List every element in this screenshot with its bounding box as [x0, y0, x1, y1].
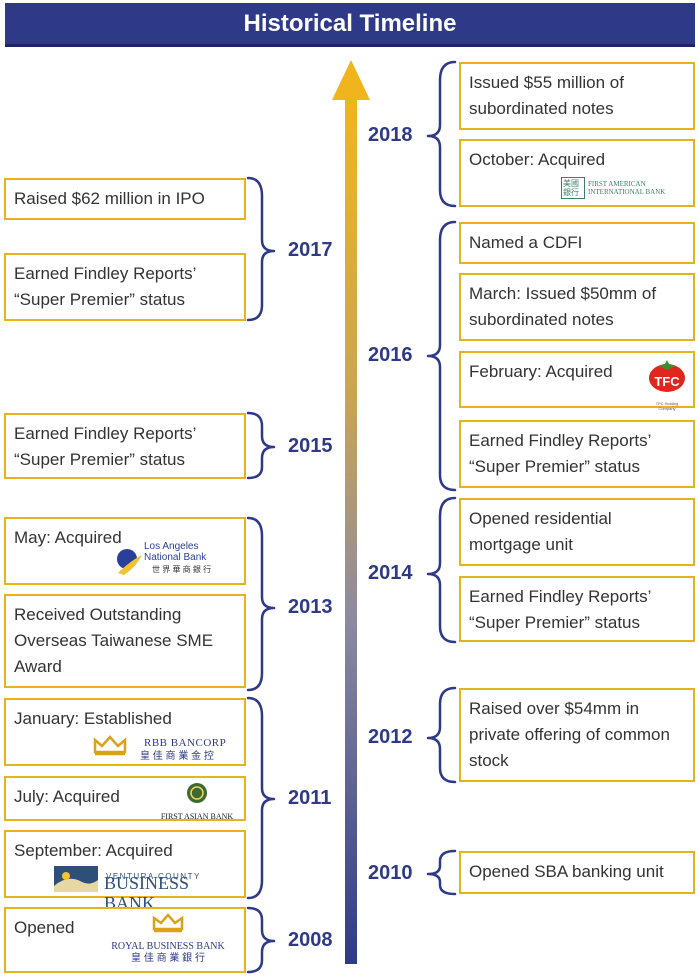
event-2017-findley: Earned Findley Reports’ “Super Premier” … [4, 253, 246, 321]
royal-logo-cjk: 皇 佳 商 業 銀 行 [131, 953, 205, 964]
brace-2016 [426, 220, 457, 492]
brace-2017 [246, 176, 276, 322]
brace-2012 [426, 686, 457, 784]
year-2014: 2014 [368, 562, 413, 584]
event-2012-offering: Raised over $54mm in private offering of… [459, 688, 695, 782]
brace-2014 [426, 496, 457, 644]
event-text: Earned Findley Reports’ “Super Premier” … [469, 587, 651, 632]
event-2011-established: January: Established RBB BANCORP 皇 佳 商 業… [4, 698, 246, 766]
lanb-logo: Los Angeles National Bank 世 界 華 商 銀 行 [114, 541, 242, 583]
crown-icon [152, 913, 184, 933]
ventura-logo: VENTURA COUNTY BUSINESS BANK [52, 864, 242, 913]
brace-2013 [246, 516, 276, 692]
event-text: Opened SBA banking unit [469, 862, 664, 881]
event-text: Earned Findley Reports’ “Super Premier” … [14, 424, 196, 469]
lanb-globe-icon [117, 549, 142, 575]
lanb-logo-line1: Los Angeles [144, 541, 199, 552]
event-text: Issued $55 million of subordinated notes [469, 73, 624, 118]
year-2018: 2018 [368, 124, 413, 146]
year-2015: 2015 [288, 435, 333, 457]
event-text: July: Acquired [14, 787, 120, 806]
ventura-logo-line1: VENTURA COUNTY [106, 872, 201, 881]
tomato-icon [649, 360, 685, 392]
brace-2010 [426, 849, 457, 896]
first-american-logo-line2: INTERNATIONAL BANK [588, 188, 666, 196]
royal-logo: ROYAL BUSINESS BANK 皇 佳 商 業 銀 行 [98, 913, 238, 971]
crown-icon [93, 735, 127, 756]
event-text: Earned Findley Reports’ “Super Premier” … [469, 431, 651, 476]
brace-2008 [246, 906, 276, 974]
ventura-emblem-icon [54, 866, 98, 892]
first-american-logo-mark: 美國銀行 [561, 177, 585, 199]
event-2014-findley: Earned Findley Reports’ “Super Premier” … [459, 576, 695, 642]
event-text: Named a CDFI [469, 233, 583, 252]
event-2016-cdfi: Named a CDFI [459, 222, 695, 264]
event-2011-first-asian: July: Acquired FIRST ASIAN BANK [4, 776, 246, 821]
event-2014-mortgage: Opened residential mortgage unit [459, 498, 695, 566]
event-2008-opened: Opened ROYAL BUSINESS BANK 皇 佳 商 業 銀 行 [4, 907, 246, 973]
event-text: Raised $62 million in IPO [14, 189, 205, 208]
tfc-logo-sub: TFC Holding Company [655, 401, 679, 411]
rbb-logo: RBB BANCORP 皇 佳 商 業 金 控 [92, 730, 242, 762]
year-2012: 2012 [368, 726, 413, 748]
brace-2015 [246, 411, 276, 480]
brace-2018 [426, 60, 457, 208]
event-text: Opened residential mortgage unit [469, 509, 612, 554]
event-2018-acquisition: October: Acquired 美國銀行 FIRST AMERICAN IN… [459, 139, 695, 207]
tfc-logo-text: TFC [654, 374, 680, 389]
event-2015-findley: Earned Findley Reports’ “Super Premier” … [4, 413, 246, 479]
first-american-logo-line1: FIRST AMERICAN [588, 180, 646, 188]
event-2013-acquisition: May: Acquired Los Angeles National Bank … [4, 517, 246, 585]
event-2018-notes: Issued $55 million of subordinated notes [459, 62, 695, 130]
rbb-logo-text: RBB BANCORP [144, 737, 227, 749]
event-2010-sba: Opened SBA banking unit [459, 851, 695, 894]
year-2016: 2016 [368, 344, 413, 366]
year-2008: 2008 [288, 929, 333, 951]
event-text: September: Acquired [14, 841, 173, 860]
event-text: Raised over $54mm in private offering of… [469, 699, 670, 770]
first-asian-logo: FIRST ASIAN BANK [152, 782, 242, 821]
page-title: Historical Timeline [5, 3, 695, 47]
timeline-arrow [332, 60, 370, 964]
year-2017: 2017 [288, 239, 333, 261]
first-asian-logo-text: FIRST ASIAN BANK [160, 812, 234, 821]
year-2010: 2010 [368, 862, 413, 884]
event-2016-findley: Earned Findley Reports’ “Super Premier” … [459, 420, 695, 488]
year-2011: 2011 [288, 787, 332, 809]
event-2011-ventura: September: Acquired VENTURA COUNTY BUSIN… [4, 830, 246, 913]
royal-logo-text: ROYAL BUSINESS BANK [111, 941, 225, 952]
event-2013-award: Received Outstanding Overseas Taiwanese … [4, 594, 246, 688]
event-2017-ipo: Raised $62 million in IPO [4, 178, 246, 220]
event-text: Received Outstanding Overseas Taiwanese … [14, 605, 214, 676]
event-text: May: Acquired [14, 528, 122, 547]
lanb-logo-cjk: 世 界 華 商 銀 行 [152, 565, 212, 574]
first-asian-emblem-icon [187, 783, 207, 803]
year-2013: 2013 [288, 596, 333, 618]
event-text: Opened [14, 918, 75, 937]
first-american-logo: 美國銀行 FIRST AMERICAN INTERNATIONAL BANK [561, 177, 665, 199]
tfc-logo: TFC TFC Holding Company [647, 357, 687, 411]
event-text: October: Acquired [469, 150, 606, 169]
event-2016-notes: March: Issued $50mm of subordinated note… [459, 273, 695, 341]
event-text: March: Issued $50mm of subordinated note… [469, 284, 657, 329]
event-text: January: Established [14, 709, 172, 728]
event-text: February: Acquired [469, 362, 613, 381]
lanb-logo-line2: National Bank [144, 552, 207, 563]
brace-2011 [246, 696, 276, 900]
event-2016-acquisition: February: Acquired TFC TFC Holding Compa… [459, 351, 695, 411]
rbb-logo-cjk: 皇 佳 商 業 金 控 [140, 751, 214, 762]
event-text: Earned Findley Reports’ “Super Premier” … [14, 264, 196, 309]
